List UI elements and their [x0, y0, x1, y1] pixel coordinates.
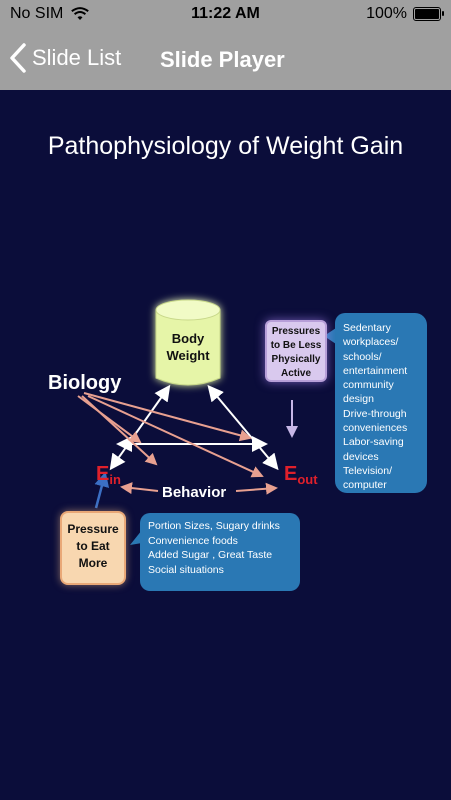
active-factor-line: Labor-saving — [343, 436, 404, 449]
slide-title: Pathophysiology of Weight Gain — [47, 132, 404, 160]
active-factor-line: devices — [343, 450, 379, 463]
battery-icon — [413, 7, 444, 21]
arrow-ein-weight — [109, 384, 171, 471]
behavior-label: Behavior — [162, 484, 227, 501]
nav-bar: Slide List Slide Player — [0, 30, 451, 90]
pressure-active-line-4: Active — [280, 368, 311, 379]
active-factor-line: design — [343, 393, 374, 406]
energy-out-label: Eout — [284, 463, 318, 487]
active-factors-bubble: Sedentary workplaces/ schools/ entertain… — [335, 313, 427, 493]
biology-arrow-2 — [81, 395, 158, 466]
energy-in-sub: in — [109, 472, 121, 487]
pressure-active-line-3: Physically — [271, 354, 321, 365]
active-factor-line: Drive-through — [343, 407, 407, 420]
eat-factors-bubble: Portion Sizes, Sugary drinks Convenience… — [140, 513, 300, 591]
active-factor-line: Sedentary — [343, 322, 391, 334]
energy-out-sub: out — [297, 472, 318, 487]
status-bar: No SIM 11:22 AM 100% — [0, 0, 451, 30]
pressure-active-box: Pressures to Be Less Physically Active — [265, 320, 327, 382]
eat-factor-line: Added Sugar , Great Taste — [148, 549, 273, 561]
energy-in-label: Ein — [96, 463, 121, 487]
eat-factor-line: Portion Sizes, Sugary drinks — [148, 520, 280, 532]
status-left: No SIM — [10, 5, 90, 23]
pressure-active-line-1: Pressures — [271, 326, 321, 337]
back-button[interactable]: Slide List — [8, 42, 121, 74]
battery-fill — [415, 9, 439, 19]
active-factor-line: schools/ — [343, 350, 382, 363]
eat-factor-line: Convenience foods — [148, 534, 238, 547]
active-bubble-pointer — [324, 328, 336, 344]
biology-arrow-3 — [83, 392, 252, 442]
active-factor-line: Television/ — [343, 464, 393, 477]
energy-out-letter: E — [284, 463, 298, 485]
status-right: 100% — [366, 5, 444, 23]
behavior-arrow-right — [235, 482, 278, 495]
chevron-left-icon — [10, 43, 26, 73]
active-factor-line: computer — [343, 479, 387, 492]
biology-arrow-1 — [77, 395, 142, 444]
back-label: Slide List — [32, 45, 122, 70]
carrier-label: No SIM — [10, 5, 64, 22]
arrow-weight-eout — [207, 384, 279, 471]
pressure-eat-line-1: Pressure — [67, 522, 119, 536]
active-factor-line: community — [343, 379, 394, 392]
wifi-icon — [71, 7, 90, 20]
pressure-eat-line-3: More — [78, 556, 108, 570]
diagram-graphics — [77, 299, 336, 545]
body-weight-line-1: Body — [171, 331, 205, 346]
status-time: 11:22 AM — [191, 5, 260, 22]
behavior-arrow-left — [120, 482, 159, 495]
page-title: Slide Player — [160, 47, 285, 72]
biology-arrow-4 — [87, 395, 264, 478]
biology-label: Biology — [48, 372, 122, 394]
battery-percent: 100% — [366, 5, 407, 22]
body-weight-line-2: Weight — [166, 348, 210, 363]
eat-pressure-arrow — [94, 471, 110, 509]
energy-in-letter: E — [96, 463, 110, 485]
slide-view[interactable]: Pathophysiology of Weight Gain — [0, 90, 451, 800]
body-weight-cylinder — [155, 299, 221, 386]
active-factor-line: workplaces/ — [343, 336, 399, 349]
active-factor-line: conveniences — [343, 422, 408, 435]
pressure-eat-box: Pressure to Eat More — [60, 511, 126, 585]
pressure-active-line-2: to Be Less — [270, 340, 322, 351]
pressure-eat-line-2: to Eat — [76, 539, 110, 553]
body-weight-label: Body Weight — [155, 330, 221, 364]
eat-factor-line: Social situations — [148, 563, 224, 576]
active-factor-line: entertainment — [343, 364, 408, 377]
